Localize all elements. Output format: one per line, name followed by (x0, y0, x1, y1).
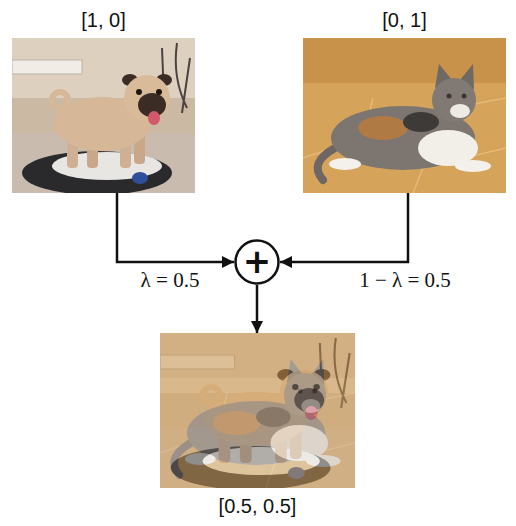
label-vector: [0, 1] (303, 8, 506, 32)
cat-photo (303, 38, 506, 193)
operator-symbol: + (243, 244, 272, 278)
mixed-cat-layer (160, 333, 355, 488)
image-panel: [1, 0] (12, 8, 195, 193)
image-panel: [0.5, 0.5] (160, 333, 355, 518)
image-panel: [0, 1] (303, 8, 506, 193)
circle-shape (236, 241, 279, 284)
label-vector: [1, 0] (12, 8, 195, 32)
dog-photo (12, 38, 195, 195)
arrow-connector (256, 285, 259, 333)
operator-circle: + (234, 239, 280, 285)
arrow-connector (117, 193, 234, 262)
label-vector: [0.5, 0.5] (160, 494, 355, 518)
mixed-photo (160, 333, 355, 490)
weight-label: λ = 0.5 (141, 268, 200, 292)
mixed-dog-layer (160, 333, 355, 490)
weight-label: 1 − λ = 0.5 (359, 268, 451, 292)
arrow-connector (280, 193, 408, 262)
